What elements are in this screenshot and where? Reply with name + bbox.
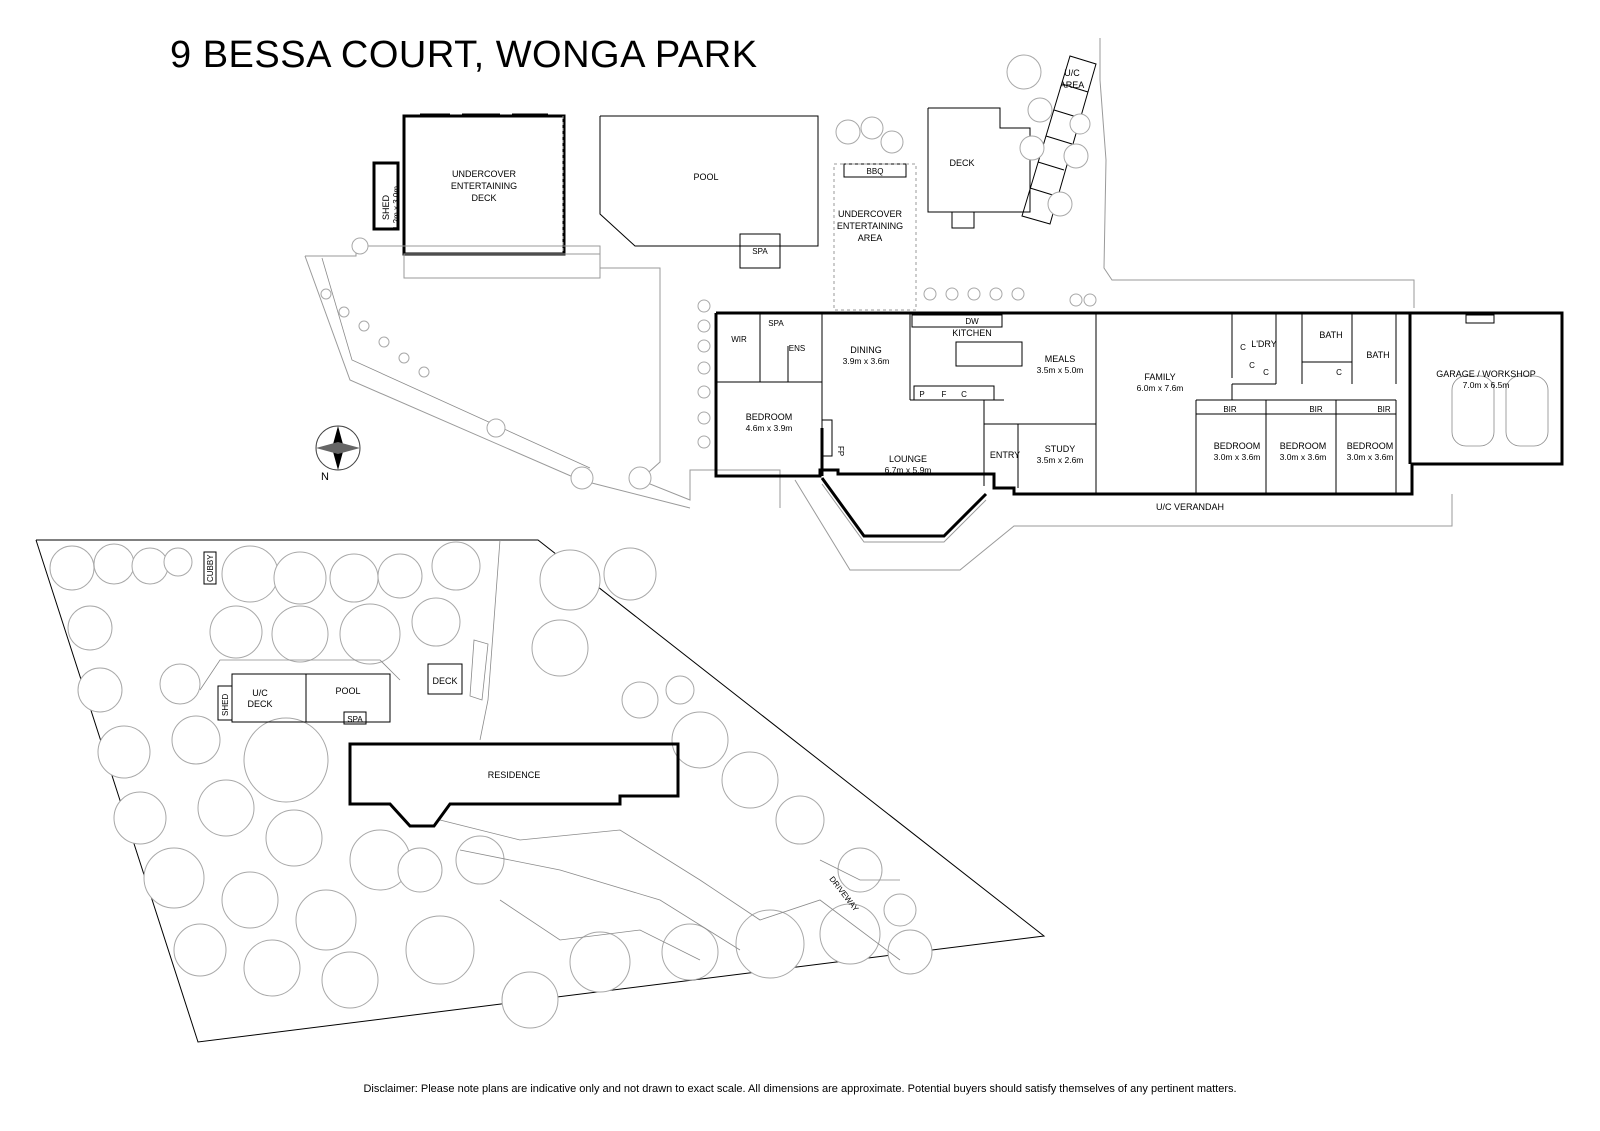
bedroom-3-label: BEDROOM [1280, 441, 1327, 451]
site-uc-deck-label-1: U/C [252, 688, 268, 698]
bath-cupboard-label: C [1336, 368, 1342, 377]
disclaimer: Disclaimer: Please note plans are indica… [363, 1083, 1237, 1095]
pantry-label: P [919, 390, 924, 399]
spa-outline [739, 233, 781, 269]
ensuite-spa-label: SPA [768, 319, 784, 328]
residence-label: RESIDENCE [488, 770, 541, 780]
meals-label: MEALS [1045, 354, 1076, 364]
bedroom-2-label: BEDROOM [1214, 441, 1261, 451]
undercover-deck-label-2: ENTERTAINING [451, 181, 517, 191]
site-uc-deck-outline [231, 673, 307, 723]
wir-label: WIR [731, 335, 747, 344]
study-size: 3.5m x 2.6m [1037, 455, 1084, 465]
bedroom-2-size: 3.0m x 3.6m [1214, 452, 1261, 462]
pool-outline [599, 115, 819, 247]
undercover-area-label-1: UNDERCOVER [838, 209, 903, 219]
dining-label: DINING [850, 345, 882, 355]
bir-label-3: BIR [1377, 405, 1391, 414]
site-trees [49, 541, 933, 1029]
ensuite-label: ENS [789, 344, 805, 353]
undercover-deck-label-1: UNDERCOVER [452, 169, 517, 179]
bedroom-4-label: BEDROOM [1347, 441, 1394, 451]
site-deck-label: DECK [432, 676, 457, 686]
bir-label-1: BIR [1223, 405, 1237, 414]
site-shed-label: SHED [221, 694, 230, 716]
site-plan: CUBBY SHED U/C DECK POOL SPA DECK RESIDE… [35, 539, 1046, 1043]
site-spa-label: SPA [347, 715, 363, 724]
bedroom-main-size: 4.6m x 3.9m [746, 423, 793, 433]
bbq-outline [843, 163, 907, 178]
laundry-label: L'DRY [1251, 339, 1277, 349]
family-size: 6.0m x 7.6m [1137, 383, 1184, 393]
bedroom-3-size: 3.0m x 3.6m [1280, 452, 1327, 462]
deck-label: DECK [949, 158, 974, 168]
kitchen-island [955, 341, 1023, 367]
site-pool-label: POOL [335, 686, 360, 696]
undercover-area-label-2: ENTERTAINING [837, 221, 903, 231]
kitchen-cupboard-label: C [961, 390, 967, 399]
page-title: 9 BESSA COURT, WONGA PARK [170, 34, 758, 76]
site-deck-outline [427, 663, 463, 695]
cubby-label: CUBBY [206, 554, 215, 582]
bbq-label: BBQ [867, 167, 884, 176]
residence-outline [348, 742, 680, 828]
garage-label: GARAGE / WORKSHOP [1436, 369, 1536, 379]
bir-label-2: BIR [1309, 405, 1323, 414]
fridge-label: F [942, 390, 947, 399]
cubby-outline [203, 551, 217, 585]
garage-size: 7.0m x 6.5m [1463, 380, 1510, 390]
family-label: FAMILY [1144, 372, 1175, 382]
meals-size: 3.5m x 5.0m [1037, 365, 1084, 375]
shed-label: SHED [381, 194, 391, 220]
undercover-area-label-3: AREA [858, 233, 883, 243]
site-uc-deck-label-2: DECK [247, 699, 272, 709]
lounge-label: LOUNGE [889, 454, 927, 464]
bedroom-main-label: BEDROOM [746, 412, 793, 422]
bath-1-label: BATH [1319, 330, 1342, 340]
laundry-cupboard-label-1: C [1240, 343, 1246, 352]
compass-rose: N [315, 425, 361, 483]
deck-outline [927, 107, 1031, 213]
dishwasher-label: DW [965, 317, 979, 326]
laundry-cupboard-label-3: C [1263, 368, 1269, 377]
shrubs [320, 54, 1097, 490]
floor-plan: SHED 1.2m x 3.0m UNDERCOVER ENTERTAINING… [304, 38, 1564, 571]
fireplace-label: FP [836, 446, 845, 456]
site-pool-outline [306, 673, 391, 723]
pool-label: POOL [693, 172, 718, 182]
kitchen-label: KITCHEN [952, 328, 992, 338]
bath-2-label: BATH [1366, 350, 1389, 360]
bedroom-4-size: 3.0m x 3.6m [1347, 452, 1394, 462]
lounge-size: 6.7m x 5.9m [885, 465, 932, 475]
study-label: STUDY [1045, 444, 1076, 454]
spa-label: SPA [752, 247, 768, 256]
laundry-cupboard-label-2: C [1249, 361, 1255, 370]
uc-area-label-2: AREA [1060, 80, 1085, 90]
compass-north-label: N [321, 471, 329, 483]
house-exterior-walls [714, 311, 1564, 496]
uc-area-ramp [1021, 55, 1097, 225]
uc-area-label-1: U/C [1064, 68, 1080, 78]
undercover-deck-label-3: DECK [471, 193, 496, 203]
verandah-label: U/C VERANDAH [1156, 502, 1224, 512]
entry-label: ENTRY [990, 450, 1020, 460]
dining-size: 3.9m x 3.6m [843, 356, 890, 366]
shed-size: 1.2m x 3.0m [392, 186, 401, 230]
shed-outline [372, 161, 400, 231]
